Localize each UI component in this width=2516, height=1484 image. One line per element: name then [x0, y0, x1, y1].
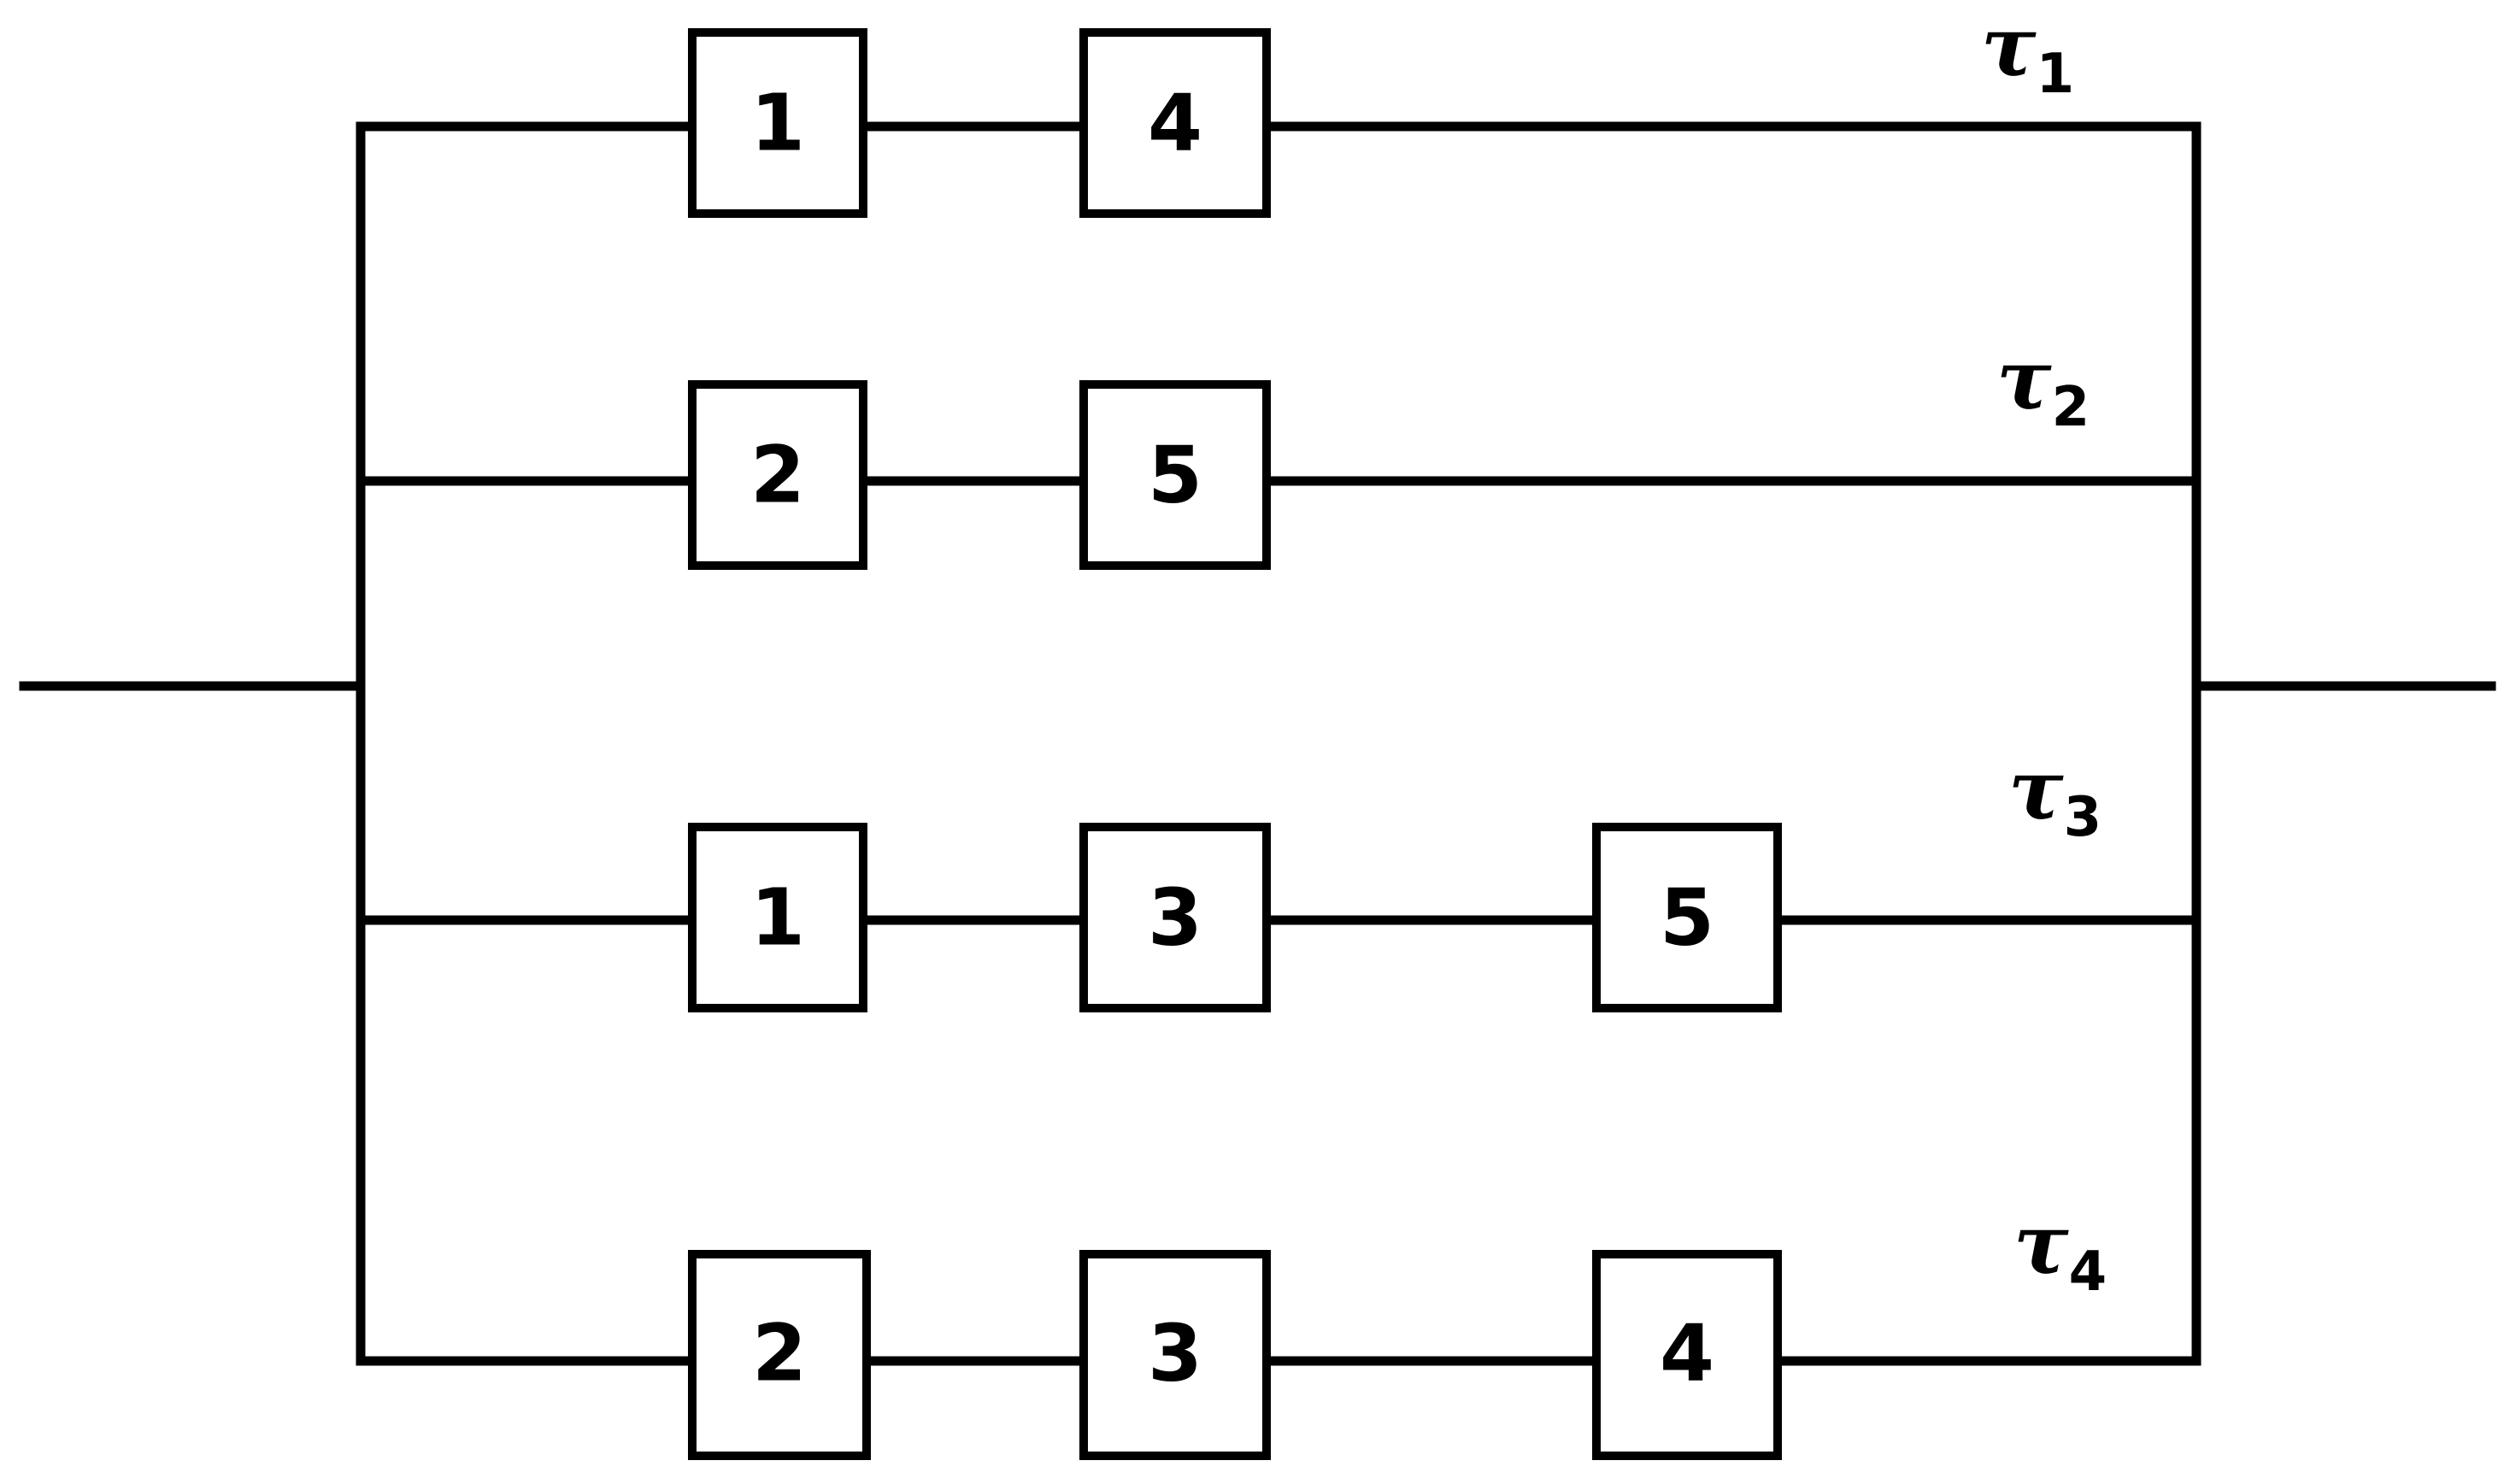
block-box — [688, 380, 867, 570]
path-tau2: 2 5 τ2 — [356, 331, 2202, 570]
path-tau1: 1 4 τ1 — [356, 0, 2202, 218]
path-label-tau2: τ2 — [1996, 331, 2090, 439]
block-box — [1079, 28, 1271, 218]
path-label-tau4: τ4 — [2013, 1196, 2107, 1304]
block-label: 5 — [1148, 430, 1202, 521]
path-tau4-block: 4 — [1592, 1250, 1782, 1460]
path-tau3-block: 3 — [1079, 823, 1271, 1012]
path-tau2-block: 5 — [1079, 380, 1271, 570]
block-label: 4 — [1148, 78, 1202, 169]
tau-subscript: 4 — [2069, 1241, 2107, 1304]
path-tau3: 1 3 5 τ3 — [356, 742, 2202, 1012]
path-tau3-block: 5 — [1592, 823, 1782, 1012]
path-tau3-block: 1 — [688, 823, 867, 1012]
tau-subscript: 2 — [2052, 376, 2090, 439]
tau-subscript: 1 — [2037, 43, 2075, 106]
block-box — [1592, 1250, 1782, 1460]
path-tau4-block: 2 — [688, 1250, 871, 1460]
block-label: 2 — [750, 430, 805, 521]
path-label-tau3: τ3 — [2008, 742, 2102, 849]
block-label: 2 — [752, 1308, 807, 1399]
path-tau1-block: 1 — [688, 28, 867, 218]
block-box — [1079, 823, 1271, 1012]
block-box — [1079, 380, 1271, 570]
tau-symbol: τ — [1996, 331, 2052, 428]
block-box — [1079, 1250, 1271, 1460]
path-label-tau1: τ1 — [1981, 0, 2074, 106]
tau-symbol: τ — [2013, 1196, 2069, 1293]
block-box — [1592, 823, 1782, 1012]
block-label: 3 — [1148, 872, 1202, 964]
path-tau4: 2 3 4 τ4 — [356, 1196, 2202, 1460]
block-box — [688, 1250, 871, 1460]
tau-symbol: τ — [2008, 742, 2064, 838]
path-tau1-block: 4 — [1079, 28, 1271, 218]
tau-symbol: τ — [1981, 0, 2037, 95]
block-label: 1 — [750, 78, 805, 169]
block-box — [688, 28, 867, 218]
path-tau2-block: 2 — [688, 380, 867, 570]
block-label: 5 — [1660, 872, 1714, 964]
block-label: 3 — [1148, 1308, 1202, 1399]
path-tau4-block: 3 — [1079, 1250, 1271, 1460]
block-label: 1 — [750, 872, 805, 964]
block-box — [688, 823, 867, 1012]
block-label: 4 — [1660, 1308, 1714, 1399]
tau-subscript: 3 — [2064, 786, 2102, 849]
